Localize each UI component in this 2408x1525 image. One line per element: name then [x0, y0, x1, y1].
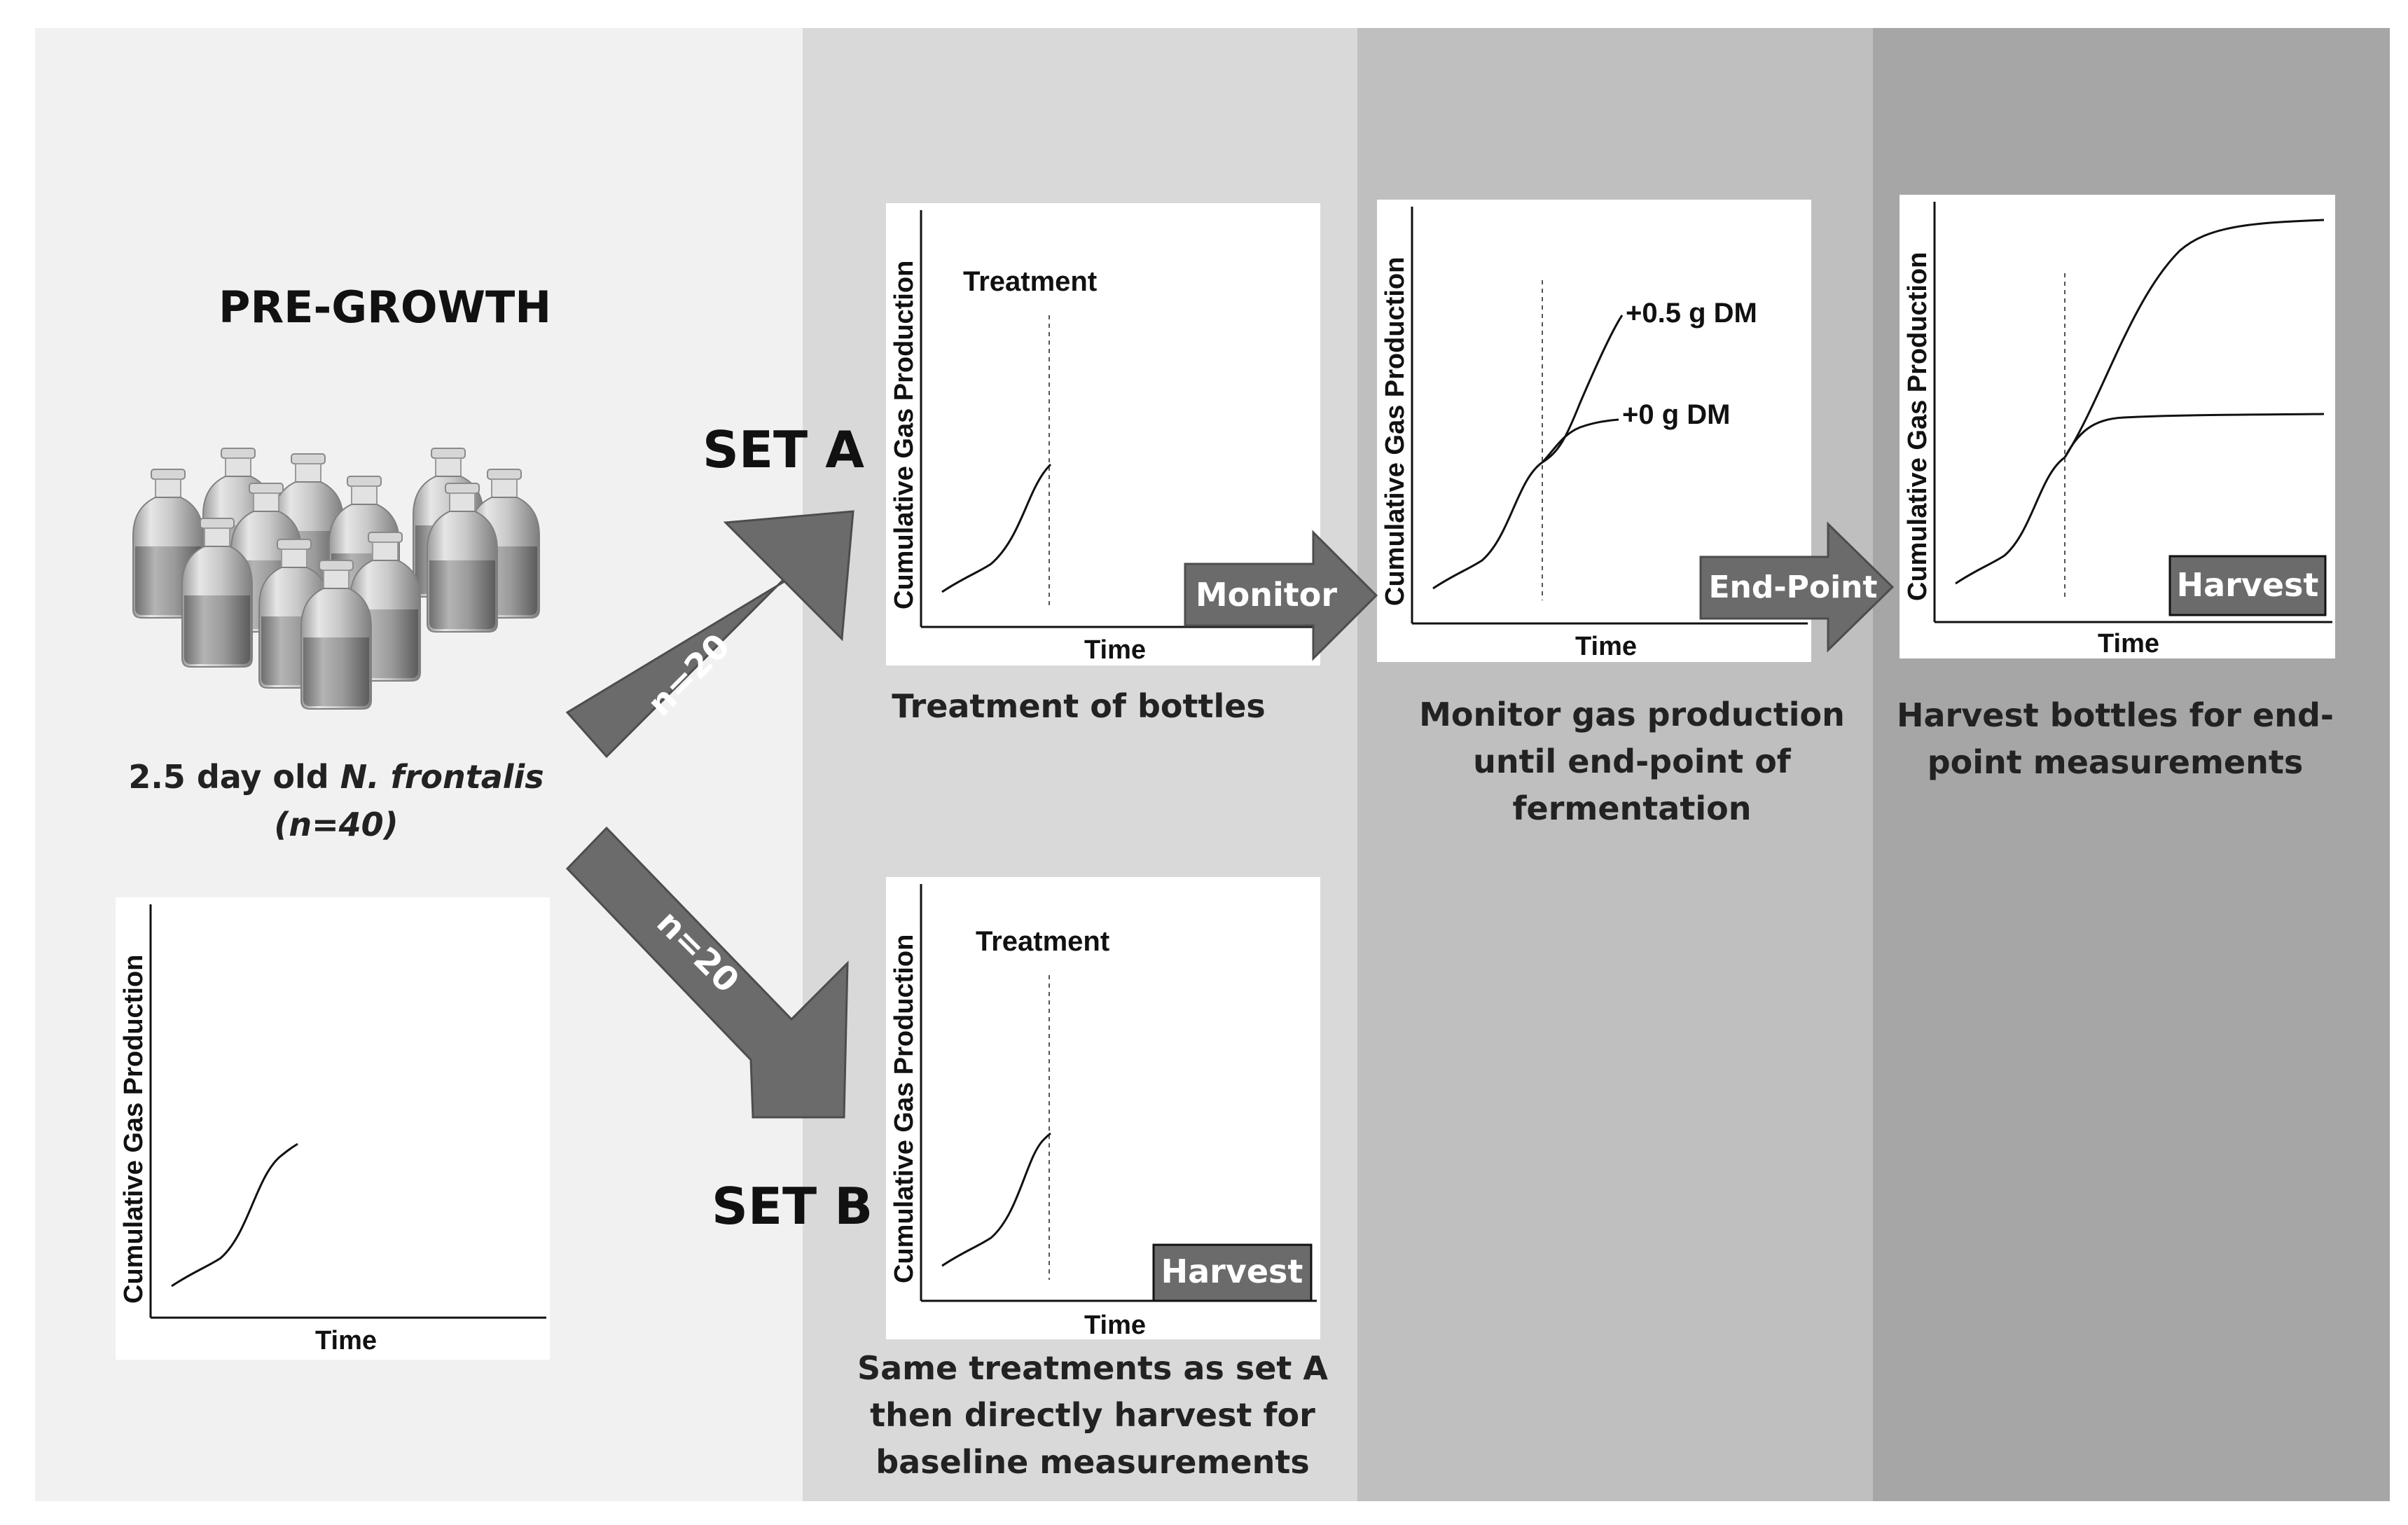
- dm-zero-label: +0 g DM: [1622, 399, 1730, 430]
- species-name: N. frontalis: [340, 758, 544, 796]
- gas-curve-baseline: [1955, 456, 2066, 585]
- set-b-caption-line: baseline measurements: [876, 1443, 1310, 1481]
- x-axis-label: Time: [1084, 1311, 1146, 1339]
- gas-curve-zero-dm: [1541, 418, 1619, 464]
- harvest-badge: [1152, 1243, 1313, 1302]
- monitor-arrow-label: Monitor: [1196, 576, 1337, 614]
- gas-curve-high-dm: [2063, 219, 2325, 458]
- harvest-chart: Cumulative Gas Production Time Harvest: [1900, 195, 2335, 658]
- harvest-badge-label: Harvest: [1161, 1253, 1303, 1290]
- x-axis-label: Time: [2098, 629, 2159, 658]
- gas-curve-high-dm: [1542, 315, 1624, 464]
- monitor-caption: Monitor gas production until end-point o…: [1380, 691, 1884, 832]
- harvest-caption-line: Harvest bottles for end-: [1897, 696, 2334, 734]
- y-axis-label: Cumulative Gas Production: [890, 934, 919, 1283]
- pregrowth-caption-prefix: 2.5 day old: [128, 758, 340, 796]
- set-a-label: SET A: [703, 420, 864, 479]
- harvest-badge-label: Harvest: [2177, 566, 2319, 604]
- arrow-to-set-b: [565, 826, 849, 1119]
- endpoint-arrow: [1699, 521, 1895, 653]
- endpoint-arrow-label: End-Point: [1708, 570, 1877, 605]
- monitor-caption-line: fermentation: [1512, 789, 1752, 827]
- arrow-to-set-a: [565, 510, 854, 759]
- x-axis-label: Time: [1575, 632, 1637, 661]
- gas-curve-zero-dm: [2063, 413, 2325, 458]
- pregrowth-title: PRE-GROWTH: [219, 282, 552, 333]
- harvest-badge: [2168, 555, 2327, 616]
- y-axis-label: Cumulative Gas Production: [1903, 252, 1932, 601]
- monitor-arrow: [1184, 530, 1378, 661]
- x-axis-label: Time: [1084, 635, 1146, 665]
- y-axis-label: Cumulative Gas Production: [890, 261, 919, 609]
- y-axis-label: Cumulative Gas Production: [1381, 257, 1410, 606]
- harvest-caption: Harvest bottles for end- point measureme…: [1863, 692, 2367, 786]
- gas-curve: [941, 463, 1052, 593]
- gas-curve: [171, 1143, 298, 1288]
- set-b-treatment-chart: Treatment Cumulative Gas Production Time…: [886, 877, 1320, 1339]
- set-b-caption: Same treatments as set A then directly h…: [840, 1345, 1345, 1486]
- treatment-label: Treatment: [976, 926, 1109, 957]
- monitor-caption-line: until end-point of: [1473, 743, 1791, 780]
- pregrowth-chart: Cumulative Gas Production Time: [116, 897, 550, 1360]
- set-b-caption-line: then directly harvest for: [870, 1396, 1315, 1434]
- harvest-caption-line: point measurements: [1927, 743, 2304, 781]
- treatment-label: Treatment: [963, 266, 1097, 297]
- x-axis-label: Time: [315, 1326, 377, 1355]
- gas-curve-baseline: [1432, 461, 1543, 590]
- set-b-caption-line: Same treatments as set A: [857, 1349, 1329, 1387]
- set-b-label: SET B: [712, 1177, 873, 1236]
- treatment-caption: Treatment of bottles: [892, 687, 1266, 725]
- pregrowth-caption: 2.5 day old N. frontalis (n=40): [112, 753, 560, 848]
- monitor-caption-line: Monitor gas production: [1419, 696, 1845, 733]
- dm-high-label: +0.5 g DM: [1626, 298, 1757, 329]
- gas-curve: [941, 1132, 1051, 1267]
- y-axis-label: Cumulative Gas Production: [119, 955, 148, 1304]
- pregrowth-count: (n=40): [274, 806, 399, 843]
